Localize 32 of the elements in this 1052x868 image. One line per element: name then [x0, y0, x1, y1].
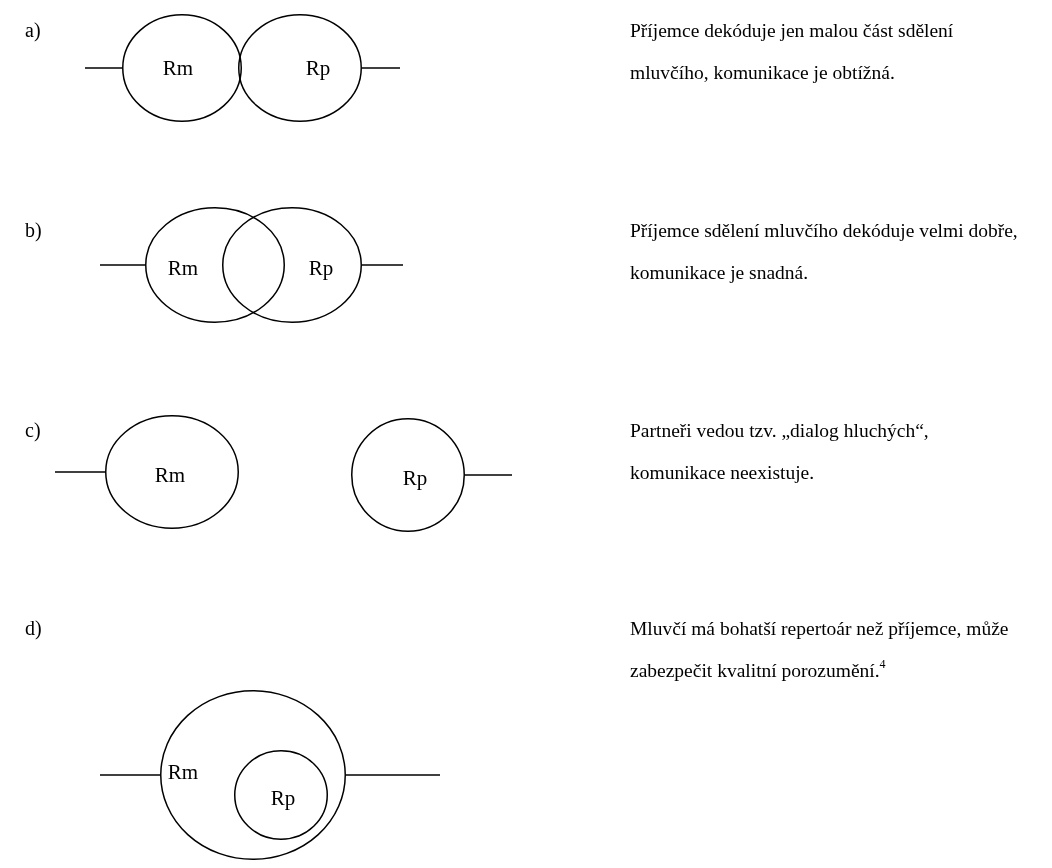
- ellipse-node: [238, 14, 362, 122]
- ellipse-node: [145, 207, 285, 323]
- connector-line: [99, 264, 146, 266]
- connector-line: [99, 774, 161, 776]
- row-letter: d): [25, 618, 42, 638]
- ellipse-node: [160, 690, 346, 860]
- connector-line: [345, 774, 441, 776]
- node-label: Rm: [162, 57, 194, 79]
- node-label: Rp: [308, 257, 334, 279]
- ellipse-node: [234, 750, 328, 840]
- description-text: Partneři vedou tzv. „dialog hluchých“, komunikace neexistuje.: [630, 419, 930, 485]
- row-letter: a): [25, 20, 41, 40]
- row-letter: c): [25, 420, 41, 440]
- node-label: Rp: [305, 57, 331, 79]
- node-label: Rp: [270, 787, 296, 809]
- ellipse-node: [222, 207, 362, 323]
- row-letter: b): [25, 220, 42, 240]
- node-label: Rm: [167, 257, 199, 279]
- connector-line: [361, 67, 401, 69]
- ellipse-node: [351, 418, 465, 532]
- connector-line: [84, 67, 123, 69]
- ellipse-node: [122, 14, 242, 122]
- connector-line: [361, 264, 404, 266]
- description-text: Příjemce sdělení mluvčího dekóduje velmi dobře, komunikace je snadná.: [630, 219, 1019, 285]
- description-text: Mluvčí má bohatší repertoár než příjemce, může zabezpečit kvalitní porozumění.$^{4}$: [630, 617, 1010, 683]
- node-label: Rm: [154, 464, 186, 486]
- description-text: Příjemce dekóduje jen malou část sdělení mluvčího, komunikace je obtížná.: [630, 19, 955, 85]
- connector-line: [54, 471, 106, 473]
- connector-line: [464, 474, 513, 476]
- ellipse-node: [105, 415, 239, 529]
- node-label: Rp: [402, 467, 428, 489]
- node-label: Rm: [167, 761, 199, 783]
